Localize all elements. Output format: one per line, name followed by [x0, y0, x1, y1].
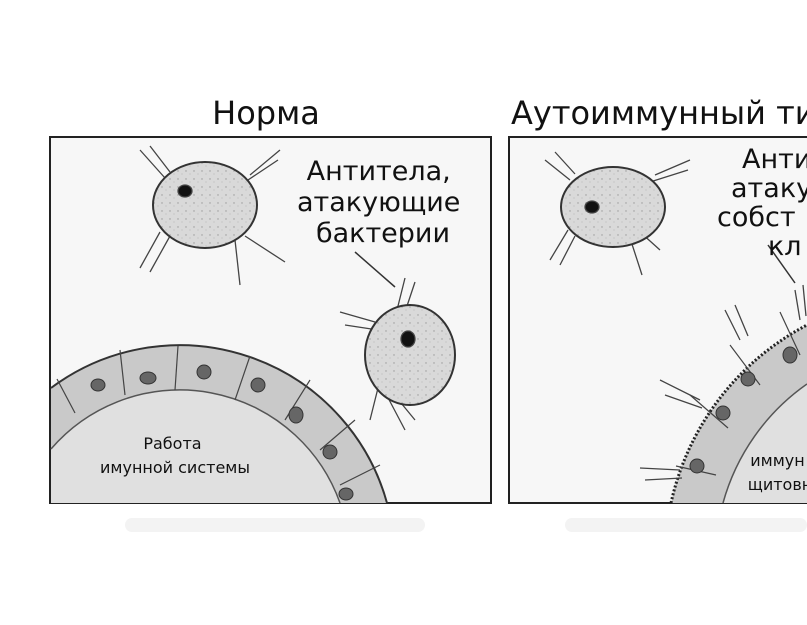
right-gland-label-line-1: иммун: [750, 451, 804, 470]
right-callout-line-2: атаку: [731, 173, 807, 204]
left-callout-line-1: Антитела,: [307, 156, 451, 187]
immune-cell: [139, 145, 286, 286]
right-gland-label: иммун щитовн: [748, 451, 807, 494]
right-callout: Анти атаку собст кл: [717, 144, 807, 262]
callout-pointer: [767, 244, 796, 284]
right-title: Аутоиммунный ти: [511, 94, 807, 132]
left-gland-label: Работа имунной системы: [100, 434, 250, 477]
right-gland-label-line-2: щитовн: [748, 475, 807, 494]
right-gland: [639, 284, 807, 504]
callout-pointer: [354, 251, 396, 288]
right-callout-line-3: собст: [717, 202, 796, 233]
immune-cell: [544, 151, 691, 276]
left-gland: [50, 344, 388, 504]
left-gland-label-line-2: имунной системы: [100, 458, 250, 477]
shadow: [565, 518, 807, 532]
left-callout-line-3: бактерии: [316, 218, 450, 249]
left-gland-label-line-1: Работа: [143, 434, 201, 453]
right-callout-line-1: Анти: [742, 144, 807, 175]
left-callout: Антитела, атакующие бактерии: [297, 156, 469, 249]
left-callout-line-2: атакующие: [297, 187, 460, 218]
immune-cell: [339, 277, 456, 431]
right-callout-line-4: кл: [768, 231, 802, 262]
left-title: Норма: [212, 94, 320, 132]
shadow: [125, 518, 425, 532]
